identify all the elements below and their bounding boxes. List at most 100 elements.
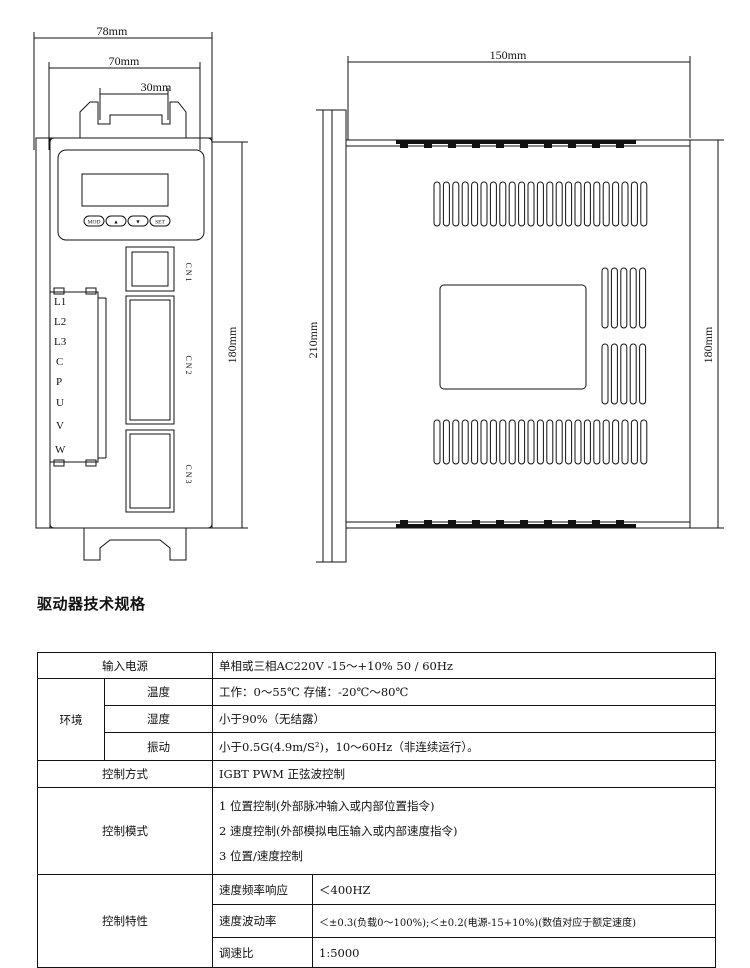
vent-slot-bottom [555, 419, 563, 465]
vent-slot-right-upper [610, 267, 618, 329]
speed-response-value: ＜400HZ [312, 874, 716, 905]
vent-slot-bottom [508, 419, 516, 465]
terminal-block [49, 291, 99, 463]
vent-slot-bottom [442, 419, 450, 465]
terminal-label: P [56, 376, 62, 388]
vent-slot-top [565, 181, 573, 227]
environment-label: 环境 [37, 678, 105, 761]
terminal-label: C [56, 356, 63, 368]
button-label-up: ▲ [113, 220, 118, 226]
terminal-label: V [56, 420, 64, 432]
vent-slot-top [640, 181, 648, 227]
vent-slot-bottom [565, 419, 573, 465]
control-method-label: 控制方式 [37, 760, 213, 788]
humidity-value: 小于90%（无结露） [212, 705, 716, 733]
control-characteristics-label: 控制特性 [37, 874, 213, 968]
button-row [83, 215, 171, 227]
speed-response-label: 速度频率响应 [212, 874, 313, 905]
vent-slot-top [452, 181, 460, 227]
connector-label-cn1: C N 1 [184, 262, 193, 281]
top-bracket [79, 101, 187, 138]
button-label-set: SET [155, 220, 165, 226]
vent-slot-bottom [461, 419, 469, 465]
up-button[interactable] [105, 215, 127, 227]
bottom-rib-strip [396, 520, 636, 528]
lcd-display [81, 173, 169, 207]
vent-slot-bottom [630, 419, 638, 465]
dim-label-210: 210mm [306, 321, 320, 358]
control-mode-line: 2 速度控制(外部模拟电压输入或内部速度指令) [219, 823, 458, 838]
control-mode-line: 1 位置控制(外部脉冲输入或内部位置指令) [219, 798, 435, 813]
down-button[interactable] [127, 215, 149, 227]
vent-slot-bottom [583, 419, 591, 465]
vent-slot-top [518, 181, 526, 227]
side-view [316, 56, 724, 563]
terminal-label: L1 [54, 296, 66, 308]
vent-slot-bottom [518, 419, 526, 465]
connector-label-cn3: C N 3 [184, 464, 193, 483]
speed-ratio-value: 1:5000 [312, 937, 716, 968]
speed-fluctuation-label: 速度波动率 [212, 904, 313, 938]
vent-slot-top [527, 181, 535, 227]
control-mode-label: 控制模式 [37, 787, 213, 875]
set-button[interactable] [149, 215, 171, 227]
vent-slot-bottom [621, 419, 629, 465]
vent-slot-top [546, 181, 554, 227]
connector-label-cn2: C N 2 [184, 355, 193, 374]
vent-slot-bottom [536, 419, 544, 465]
vent-slot-right-lower [629, 343, 637, 405]
vent-slot-bottom [527, 419, 535, 465]
side-body [345, 139, 691, 529]
button-label-mod: MOD [88, 220, 101, 226]
vent-slot-bottom [612, 419, 620, 465]
dim-label-78: 78mm [97, 24, 128, 38]
bottom-bracket [83, 528, 187, 561]
dimension-drawing: MOD ▲ ▼ SET 78mm 70mm 30mm 180mm L1 L2 L… [33, 24, 724, 563]
vent-slot-top [536, 181, 544, 227]
vent-slots [433, 181, 648, 465]
vent-slot-right-lower [620, 343, 628, 405]
vent-slot-bottom [480, 419, 488, 465]
vent-slot-bottom [499, 419, 507, 465]
vent-slot-bottom [489, 419, 497, 465]
vent-slot-top [555, 181, 563, 227]
mounting-plate [331, 109, 347, 563]
label-panel [439, 284, 587, 390]
control-mode-value: 1 位置控制(外部脉冲输入或内部位置指令) 2 速度控制(外部模拟电压输入或内部… [212, 787, 716, 875]
vent-slot-top [433, 181, 441, 227]
dim-label-30: 30mm [141, 80, 172, 94]
vent-slot-right-upper [620, 267, 628, 329]
vent-slot-bottom [602, 419, 610, 465]
section-title: 驱动器技术规格 [37, 595, 146, 613]
terminal-label: L3 [54, 336, 67, 348]
temperature-label: 温度 [104, 678, 213, 706]
vent-slot-top [593, 181, 601, 227]
vent-slot-right-lower [639, 343, 647, 405]
control-method-value: IGBT PWM 正弦波控制 [212, 760, 716, 788]
input-power-value: 单相或三相AC220V -15～+10% 50 / 60Hz [212, 652, 716, 679]
vibration-value: 小于0.5G(4.9m/S²)，10～60Hz（非连续运行）。 [212, 732, 716, 761]
terminal-label: L2 [54, 316, 66, 328]
connector-cn3 [125, 429, 175, 513]
mod-button[interactable] [83, 215, 105, 227]
dim-label-70: 70mm [109, 54, 140, 68]
vent-slot-bottom [593, 419, 601, 465]
vent-slot-bottom [574, 419, 582, 465]
terminal-label: U [56, 397, 64, 409]
vent-slot-top [621, 181, 629, 227]
vent-slot-bottom [640, 419, 648, 465]
vent-slot-top [508, 181, 516, 227]
speed-fluctuation-value: ＜±0.3(负载0～100%);＜±0.2(电源-15+10%)(数值对应于额定… [312, 904, 716, 938]
dim-label-180-side: 180mm [701, 326, 715, 363]
dim-label-180-front: 180mm [225, 326, 239, 363]
vent-slot-top [630, 181, 638, 227]
spec-table: 输入电源 单相或三相AC220V -15～+10% 50 / 60Hz 环境 温… [37, 652, 716, 968]
vent-slot-bottom [433, 419, 441, 465]
top-rib-strip [396, 140, 636, 148]
display-panel [57, 149, 205, 241]
vent-slot-bottom [546, 419, 554, 465]
vent-slot-right-upper [639, 267, 647, 329]
dim-label-150: 150mm [490, 48, 527, 62]
vent-slot-right-upper [601, 267, 609, 329]
vent-slot-top [442, 181, 450, 227]
